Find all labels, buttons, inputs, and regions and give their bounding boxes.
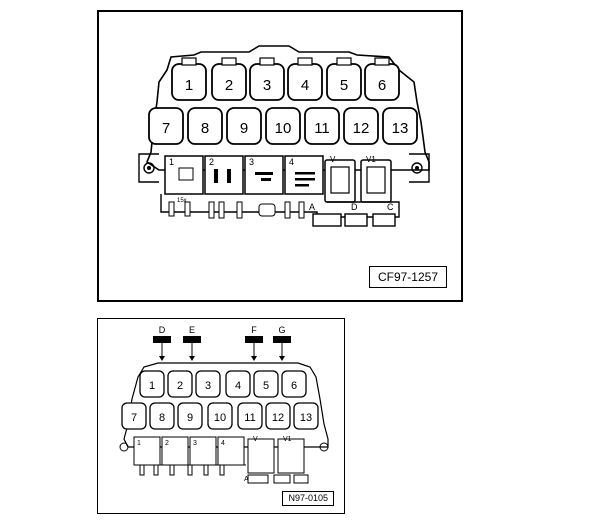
svg-text:2: 2 [165, 440, 169, 447]
svg-text:1: 1 [137, 440, 141, 447]
left-mount-hole [143, 162, 155, 174]
relay-panel-figure: 1 2 3 4 5 6 7 8 9 10 11 [97, 10, 463, 302]
relay-10: 10 [265, 107, 301, 145]
relay-label: 10 [275, 120, 292, 137]
slot-v1 [360, 159, 392, 203]
relay-panel-drawing: 1 2 3 4 5 6 7 8 9 10 11 [138, 45, 430, 227]
svg-text:7: 7 [131, 412, 137, 424]
svg-text:13: 13 [300, 412, 312, 424]
relay-label: 1 [185, 77, 193, 94]
svg-text:9: 9 [187, 412, 193, 424]
svg-text:4: 4 [289, 157, 294, 167]
connector-pins [168, 201, 305, 219]
slot-v [324, 159, 356, 203]
svg-text:D: D [351, 202, 358, 212]
svg-text:V: V [330, 155, 336, 164]
plug-label-g: G [278, 325, 285, 335]
relay-label: 7 [162, 120, 170, 137]
left-bracket [138, 153, 159, 183]
relay-8: 8 [187, 107, 223, 145]
svg-text:8: 8 [159, 412, 165, 424]
relay-panel-drawing: D E F G 1 2 3 4 5 6 [119, 325, 329, 484]
relay-label: 5 [340, 77, 348, 94]
relay-label: 3 [263, 77, 271, 94]
plug-label-d: D [159, 325, 166, 335]
svg-text:A: A [244, 476, 249, 483]
relay-12: 12 [343, 107, 379, 145]
relay-slots: V V1 [324, 155, 392, 203]
relay-row-top: 1 2 3 4 5 6 [171, 57, 400, 101]
svg-text:11: 11 [244, 412, 255, 424]
right-mount-hole [411, 162, 423, 174]
fuse-block-small-label: 15x [177, 198, 187, 204]
plug-connectors: D E F G [153, 325, 291, 361]
relay-5: 5 [326, 57, 362, 101]
svg-text:4: 4 [221, 440, 225, 447]
relay-4: 4 [287, 57, 323, 101]
plug-label-e: E [189, 325, 195, 335]
svg-text:10: 10 [214, 412, 226, 424]
relay-2: 2 [211, 57, 247, 101]
relay-label: 9 [240, 120, 248, 137]
fuse-blocks: 1 15x 2 3 4 [164, 155, 324, 204]
svg-text:A: A [309, 202, 315, 212]
figure-reference-code: CF97-1257 [368, 266, 447, 288]
relay-label: 13 [392, 120, 409, 137]
connector-feet: A D C [309, 202, 396, 227]
svg-text:2: 2 [177, 380, 183, 392]
relay-6: 6 [364, 57, 400, 101]
svg-text:3: 3 [193, 440, 197, 447]
svg-text:1: 1 [149, 380, 155, 392]
plug-label-f: F [251, 325, 257, 335]
relay-1: 1 [171, 57, 207, 101]
relay-label: 8 [201, 120, 209, 137]
relay-panel-figure-with-plugs: D E F G 1 2 3 4 5 6 [97, 318, 345, 514]
relay-label: 6 [378, 77, 386, 94]
svg-text:12: 12 [272, 412, 284, 424]
relay-row-top: 1 2 3 4 5 6 [139, 370, 307, 398]
svg-text:C: C [387, 202, 394, 212]
svg-text:4: 4 [235, 380, 241, 392]
svg-text:V1: V1 [283, 436, 292, 443]
fuse-block-2 [204, 155, 244, 195]
relay-9: 9 [226, 107, 262, 145]
svg-text:1: 1 [169, 157, 174, 167]
relay-11: 11 [304, 107, 340, 145]
svg-text:3: 3 [205, 380, 211, 392]
fuse-block-1 [164, 155, 204, 195]
relay-3: 3 [249, 57, 285, 101]
svg-text:3: 3 [249, 157, 254, 167]
relay-label: 4 [301, 77, 309, 94]
relay-label: 2 [225, 77, 233, 94]
svg-text:5: 5 [263, 380, 269, 392]
relay-label: 12 [353, 120, 370, 137]
right-bracket [409, 153, 430, 183]
relay-slots: V V1 [247, 436, 305, 474]
svg-text:V1: V1 [366, 155, 376, 164]
relay-row-bottom: 7 8 9 10 11 12 13 [121, 402, 319, 430]
relay-row-bottom: 7 8 9 10 11 12 13 [148, 107, 418, 145]
connector-pins: A [134, 464, 309, 484]
fuse-blocks: 1 2 3 4 [133, 436, 245, 466]
fuse-block-4 [284, 155, 324, 195]
svg-text:2: 2 [209, 157, 214, 167]
svg-text:V: V [253, 436, 258, 443]
relay-label: 11 [314, 120, 330, 137]
figure-reference-code: N97-0105 [282, 491, 334, 506]
relay-7: 7 [148, 107, 184, 145]
relay-13: 13 [382, 107, 418, 145]
svg-text:6: 6 [291, 380, 297, 392]
